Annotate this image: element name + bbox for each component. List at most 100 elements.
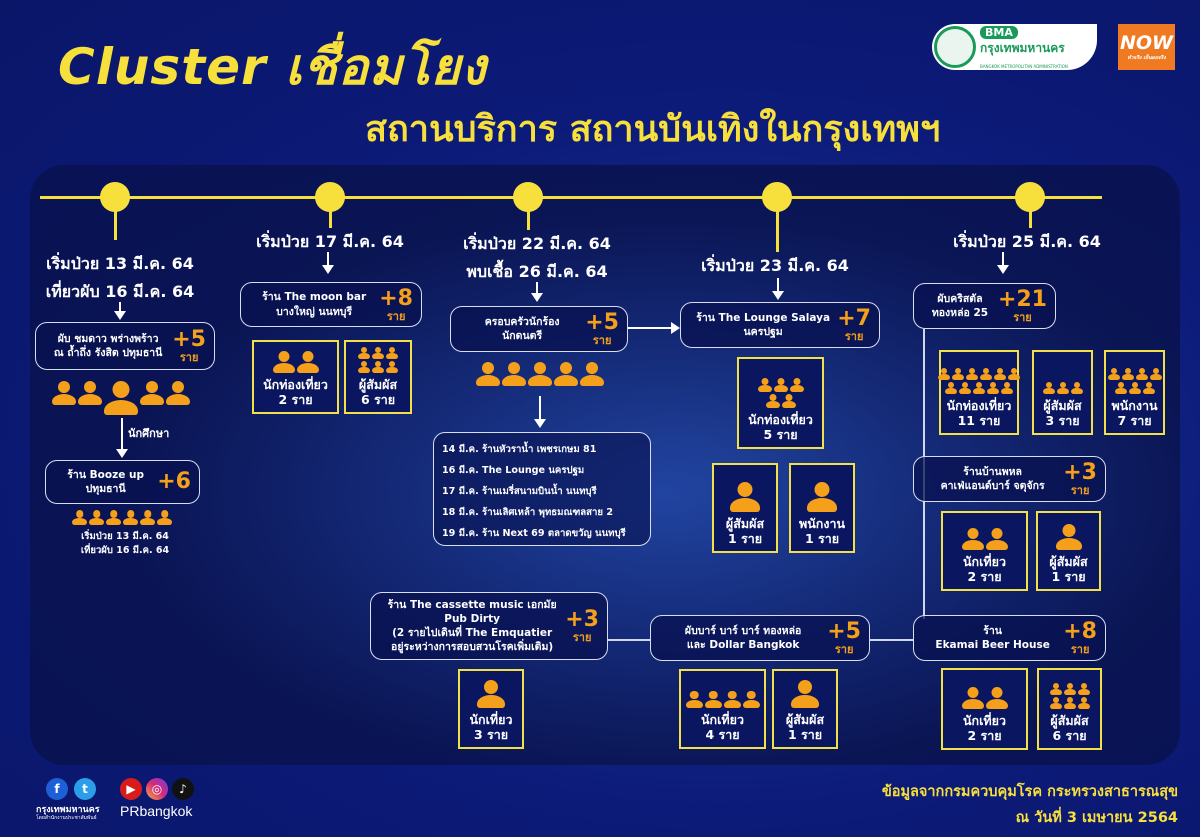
bma-logo: BMA กรุงเทพมหานคร BANGKOK METROPOLITAN A…: [932, 24, 1097, 70]
people-icons: [476, 679, 506, 709]
venue-name: ผับคริสตัลทองหล่อ 25: [922, 292, 998, 320]
arrow-down: [116, 418, 128, 458]
timeline-connector: [114, 210, 117, 240]
people-icons: [475, 361, 605, 387]
venue-name-line: Ekamai Beer House: [935, 639, 1050, 651]
timeline-dot: [100, 182, 130, 212]
person-icon: [372, 360, 384, 373]
person-icon: [1128, 381, 1141, 394]
person-icon: [476, 362, 500, 386]
timeline-connector: [527, 210, 530, 230]
visit-item: 18 มี.ค. ร้านเลิศเหล้า พุทธมณฑลสาย 2: [442, 507, 614, 518]
person-icon: [987, 381, 999, 394]
venue-name: ครอบครัวนักร้องนักดนตรี: [459, 315, 585, 343]
person-icon: [1121, 367, 1134, 380]
timeline-dot: [1015, 182, 1045, 212]
venue-name-line: ผับ ชมดาว พร่างพร้าว: [57, 332, 159, 345]
case-role: นักเที่ยว: [963, 712, 1006, 728]
people-icons: [729, 481, 761, 513]
person-icon: [704, 690, 722, 708]
person-icon: [554, 362, 578, 386]
people-icons: [937, 367, 1021, 395]
person-icon: [985, 686, 1008, 709]
venue-name: ผับบาร์ บาร์ บาร์ ทองหล่อและ Dollar Bang…: [659, 624, 827, 652]
booze-note: เริ่มป่วย 13 มี.ค. 64 เที่ยวผับ 16 มี.ค.…: [81, 530, 169, 558]
source-text: ข้อมูลจากกรมควบคุมโรค กระทรวงสาธารณสุข: [881, 784, 1178, 800]
visit-item: 16 มี.ค. The Lounge นครปฐม: [442, 465, 585, 476]
person-icon: [78, 381, 102, 405]
case-role-count: 1 ราย: [1051, 569, 1086, 585]
case-count-number: +5: [172, 327, 206, 352]
timeline-line: [40, 196, 1102, 199]
tiktok-icon[interactable]: ♪: [172, 778, 194, 800]
person-icon: [961, 527, 984, 550]
case-count-unit: ราย: [1070, 484, 1090, 497]
arrow-down: [531, 282, 543, 302]
people-icons: [1049, 682, 1091, 710]
person-icon: [985, 527, 1008, 550]
booze-note-line: เที่ยวผับ 16 มี.ค. 64: [80, 544, 170, 556]
person-icon: [781, 393, 796, 408]
case-role: ผู้สัมผัส: [1043, 397, 1082, 413]
timeline-dot: [513, 182, 543, 212]
person-icon: [1063, 696, 1076, 709]
person-icon: [723, 690, 741, 708]
venue-name-line: ผับคริสตัล: [937, 292, 983, 305]
arrow-right: [628, 322, 680, 334]
now-logo-main: NOW: [1119, 32, 1173, 54]
case-role-count: 6 ราย: [360, 392, 396, 408]
person-icon: [296, 350, 319, 373]
case-role: นักท่องเที่ยว: [263, 376, 328, 392]
person-icon: [952, 367, 964, 380]
twitter-icon[interactable]: t: [74, 778, 96, 800]
instagram-icon[interactable]: ◎: [146, 778, 168, 800]
person-icon: [1001, 381, 1013, 394]
arrow-down: [114, 302, 126, 320]
date-label: เริ่มป่วย 13 มี.ค. 64: [46, 254, 194, 273]
visit-item: 17 มี.ค. ร้านเมรี่สนามบินน้ำ นนทบุรี: [442, 486, 597, 497]
person-icon: [1142, 381, 1155, 394]
case-count-number: +21: [997, 287, 1047, 312]
venue-name-line: ร้าน The cassette music เอกมัย: [387, 598, 557, 611]
case-role: พนักงาน: [1111, 397, 1158, 413]
person-icon: [1070, 381, 1083, 394]
youtube-icon[interactable]: ▶: [120, 778, 142, 800]
person-icon: [1049, 682, 1062, 695]
people-icons: [51, 380, 191, 416]
timeline-dot: [762, 182, 792, 212]
person-icon: [106, 510, 121, 525]
person-icon: [938, 367, 950, 380]
venue-name-line: ณ ถ้ำถึ่ง รังสิต ปทุมธานี: [53, 347, 163, 359]
case-count-number: +5: [585, 310, 619, 335]
timeline-connector: [329, 210, 332, 228]
case-count-number: +7: [837, 306, 871, 331]
case-role-count: 7 ราย: [1117, 413, 1152, 429]
page-subtitle: สถานบริการ สถานบันเทิงในกรุงเทพฯ: [365, 109, 941, 150]
people-icons: [685, 690, 761, 709]
facebook-icon[interactable]: f: [46, 778, 68, 800]
venue-name-line: ผับบาร์ บาร์ บาร์ ทองหล่อ: [684, 624, 802, 637]
person-icon: [123, 510, 138, 525]
social-handle[interactable]: PRbangkok: [120, 803, 193, 819]
person-icon: [580, 362, 604, 386]
case-role: นักท่องเที่ยว: [748, 411, 813, 427]
person-icon: [89, 510, 104, 525]
arrow-down: [772, 278, 784, 300]
person-icon: [994, 367, 1006, 380]
case-role: นักท่องเที่ยว: [946, 397, 1012, 413]
case-count-unit: ราย: [592, 334, 612, 347]
case-role-count: 4 ราย: [705, 727, 740, 743]
person-icon: [166, 381, 190, 405]
case-role: ผู้สัมผัส: [725, 515, 765, 531]
person-icon: [1056, 381, 1069, 394]
person-icon: [959, 381, 971, 394]
person-icon: [1063, 682, 1076, 695]
